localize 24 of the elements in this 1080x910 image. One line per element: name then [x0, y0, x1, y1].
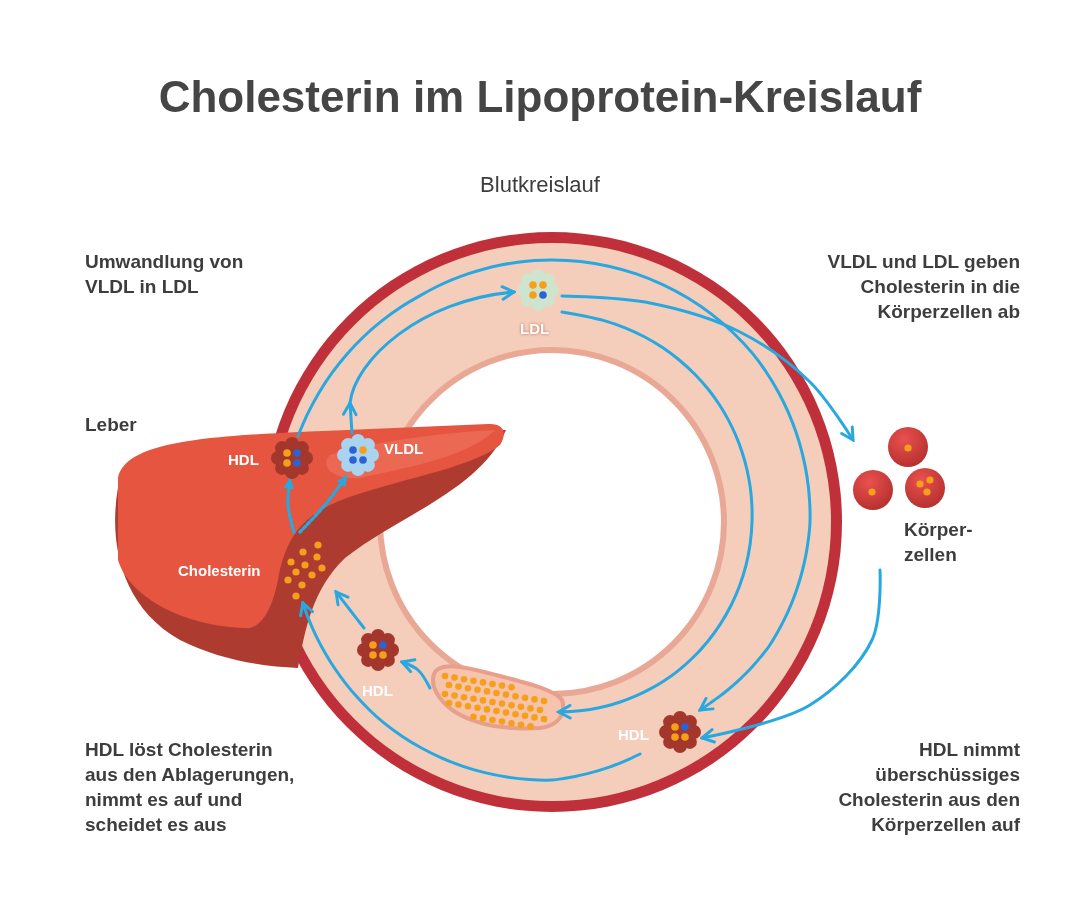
arrow	[560, 294, 855, 442]
section-heading: Blutkreislauf	[479, 172, 601, 197]
node-label: HDL	[228, 450, 259, 470]
annotation: Umwandlung von VLDL in LDL	[85, 250, 245, 299]
node-label: Cholesterin	[178, 561, 261, 581]
node-label: HDL	[362, 681, 393, 701]
arrow	[334, 590, 366, 630]
title: Cholesterin im Lipoprotein-Kreislauf	[157, 72, 923, 122]
dotted-arrow	[283, 477, 296, 534]
annotation: HDL nimmt überschüssiges Cholesterin aus den Körperzellen auf	[837, 738, 1020, 837]
arrow	[700, 568, 882, 744]
arrow	[342, 285, 516, 435]
node-label: HDL	[618, 725, 649, 745]
node-label: LDL	[520, 319, 550, 339]
arrow	[557, 310, 754, 720]
organ-label: Leber	[85, 413, 138, 437]
arrow	[296, 258, 812, 712]
node-label: Körper- zellen	[904, 518, 974, 567]
dotted-arrow	[298, 475, 348, 534]
node-label: VLDL	[384, 439, 424, 459]
arrow	[400, 658, 432, 690]
annotation: VLDL und LDL geben Cholesterin in die Körperzellen ab	[826, 250, 1020, 324]
arrow	[299, 601, 642, 782]
annotation: HDL löst Cholesterin aus den Ablagerungen, nimmt es auf und scheidet es aus	[85, 738, 296, 837]
